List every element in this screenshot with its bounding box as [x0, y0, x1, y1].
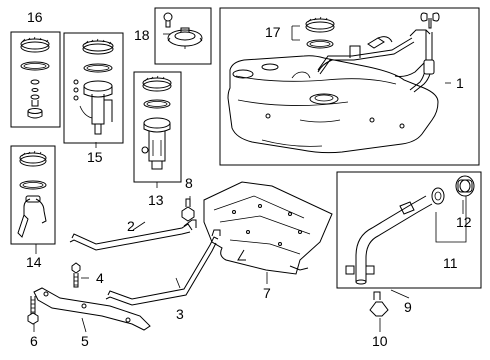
part-1-fuel-tank	[227, 12, 440, 154]
part-12-filler-cap	[455, 175, 475, 197]
part-15-fuel-pump-module	[73, 38, 114, 135]
part-9-filler-pipe	[345, 195, 433, 285]
frame-part-15	[63, 32, 124, 144]
part-5-cross-member	[33, 287, 151, 331]
part-14-sender-unit	[17, 150, 47, 238]
callout-5: 5	[81, 333, 89, 349]
part-16-seal-kit	[20, 36, 50, 119]
callout-1: 1	[456, 75, 464, 91]
callout-4: 4	[96, 270, 104, 286]
callout-14: 14	[26, 254, 42, 270]
leader-lines	[33, 25, 464, 333]
part-3-strap	[105, 229, 221, 306]
frame-part-9	[336, 171, 482, 289]
callout-3: 3	[176, 306, 184, 322]
part-8-bolt	[181, 198, 195, 222]
callout-9: 9	[404, 299, 412, 315]
part-7-heat-shield	[203, 181, 333, 275]
callout-17: 17	[265, 24, 281, 40]
callout-10: 10	[372, 333, 388, 349]
callout-12: 12	[456, 214, 472, 230]
part-6-bolt	[27, 296, 39, 325]
part-4-bolt	[71, 262, 81, 288]
callout-7: 7	[263, 285, 271, 301]
frame-part-13	[133, 71, 182, 183]
callout-15: 15	[87, 149, 103, 165]
part-2-strap	[69, 219, 197, 251]
frame-part-18	[154, 7, 212, 65]
callout-13: 13	[148, 192, 164, 208]
part-13-pump-sender	[141, 75, 172, 170]
frame-part-16	[10, 31, 61, 128]
frame-part-1	[219, 7, 480, 166]
callout-6: 6	[30, 333, 38, 349]
callout-11: 11	[443, 255, 458, 271]
frame-part-14	[10, 145, 56, 245]
part-10-valve	[369, 291, 389, 317]
part-11-gasket	[431, 187, 467, 243]
callout-18: 18	[134, 27, 150, 43]
part-18-lock-ring	[163, 12, 203, 49]
callout-8: 8	[185, 175, 193, 191]
callout-16: 16	[27, 9, 43, 25]
callout-2: 2	[127, 218, 135, 234]
